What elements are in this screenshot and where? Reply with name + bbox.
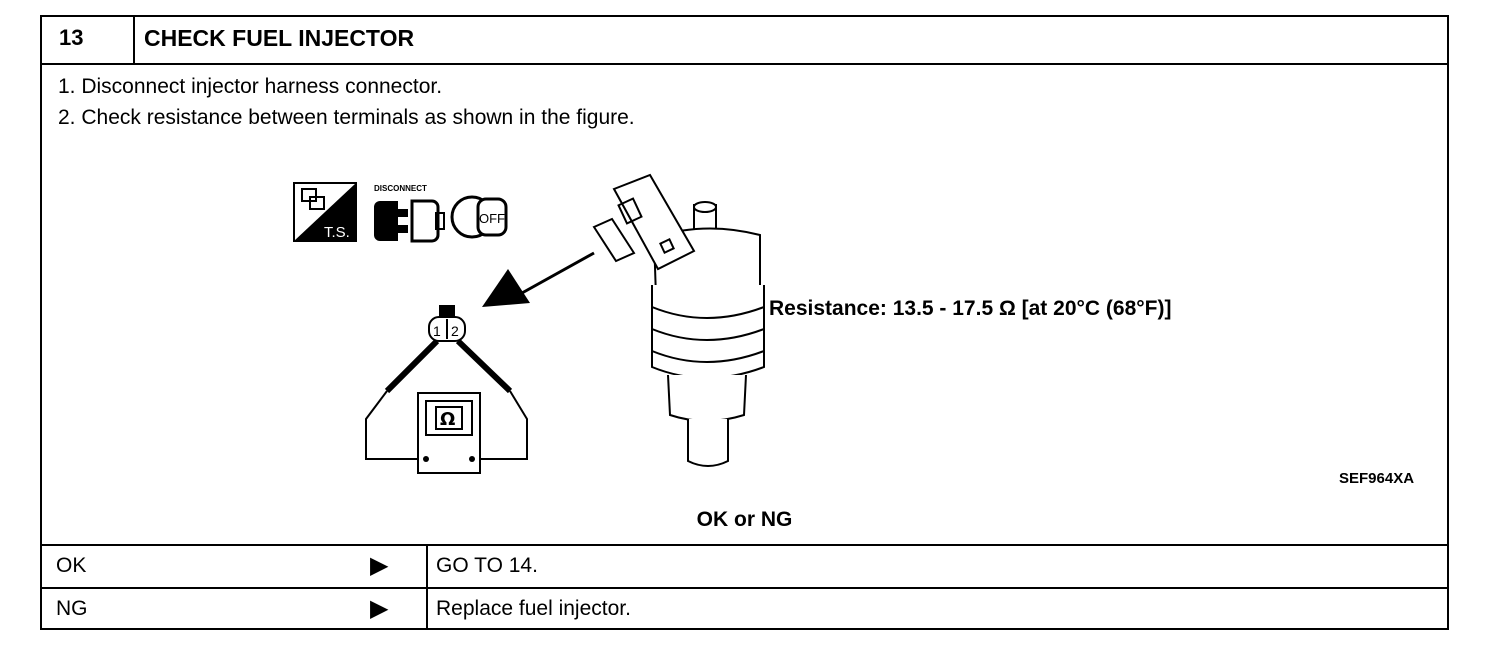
arrow-right-icon: ▶ [370,595,389,622]
disconnect-label: DISCONNECT [374,184,427,193]
result-row-ng: NG ▶ Replace fuel injector. [42,587,1447,630]
trouble-shooting-icon: T.S. [293,182,357,242]
result-row-ok: OK ▶ GO TO 14. [42,544,1447,587]
pointer-arrow [482,251,595,307]
result-label: NG [56,597,88,620]
ok-or-ng-label: OK or NG [696,508,793,531]
injector-resistance-figure: T.S. DISCONNECT OFF 1 2 [293,173,765,474]
result-action: Replace fuel injector. [436,597,631,620]
result-label: OK [56,554,87,577]
step-header: 13 CHECK FUEL INJECTOR [42,17,1447,65]
instruction-list: 1. Disconnect injector harness connector… [58,71,635,133]
figure-code: SEF964XA [1339,470,1415,487]
ignition-off-label: OFF [479,211,505,226]
instruction-item: 2. Check resistance between terminals as… [58,106,635,129]
step-title: CHECK FUEL INJECTOR [144,25,415,51]
ohm-symbol: Ω [440,409,455,430]
step-number: 13 [42,17,135,63]
connector-pin-1: 1 [433,323,441,339]
arrow-right-icon: ▶ [370,552,389,579]
column-divider [426,589,428,630]
ignition-off-icon: OFF [450,195,508,239]
ts-label: T.S. [324,224,350,241]
resistance-specification: Resistance: 13.5 - 17.5 Ω [at 20°C (68°F… [769,297,1172,320]
fuel-injector-illustration [592,173,765,467]
connector-ohmmeter-diagram: 1 2 Ω [365,305,528,474]
column-divider [426,546,428,587]
result-table: OK ▶ GO TO 14. NG ▶ Replace fuel injecto… [42,544,1447,630]
instruction-item: 1. Disconnect injector harness connector… [58,75,443,98]
connector-pin-2: 2 [451,323,459,339]
procedure-table: 13 CHECK FUEL INJECTOR 1. Disconnect inj… [40,15,1449,630]
result-action: GO TO 14. [436,554,538,577]
disconnect-icon: DISCONNECT [374,184,445,243]
